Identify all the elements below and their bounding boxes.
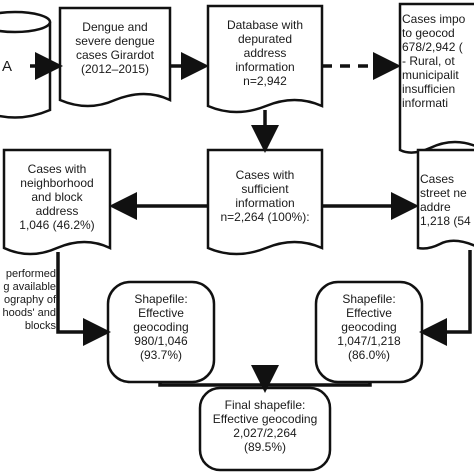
database-label: A [2,58,13,75]
street-cases-node: Cases street ne addre 1,218 (54 [420,172,471,228]
dengue-cases-node: Dengue and severe dengue cases Girardot … [75,20,155,76]
arrow-street-to-shapefile-right [419,250,472,346]
flow-arrows [30,52,472,393]
database-node: Database with depurated address informat… [226,18,304,88]
shapefile-right-node: Shapefile: Effective geocoding 1,047/1,2… [337,292,401,362]
impossible-shape [398,2,474,154]
shapefile-left-node: Shapefile: Effective geocoding 980/1,046… [133,292,189,362]
impossible-cases-node: Cases impo to geocod 678/2,942 ( - Rural… [402,12,466,110]
arrow-neighborhood-to-shapefile-left [56,252,111,346]
street-shape [416,148,474,250]
database-shape [206,4,324,114]
sufficient-shape [206,148,324,256]
neighborhood-shape [2,148,112,256]
neighborhood-cases-node: Cases with neighborhood and block addres… [19,162,95,232]
database-cylinder-icon [0,10,52,119]
final-shapefile-node: Final shapefile: Effective geocoding 2,0… [212,398,318,454]
neighborhood-note: performed g available ography of hoods' … [2,268,56,332]
dengue-cases-shape [58,6,172,108]
sufficient-cases-node: Cases with sufficient information n=2,26… [220,168,310,224]
